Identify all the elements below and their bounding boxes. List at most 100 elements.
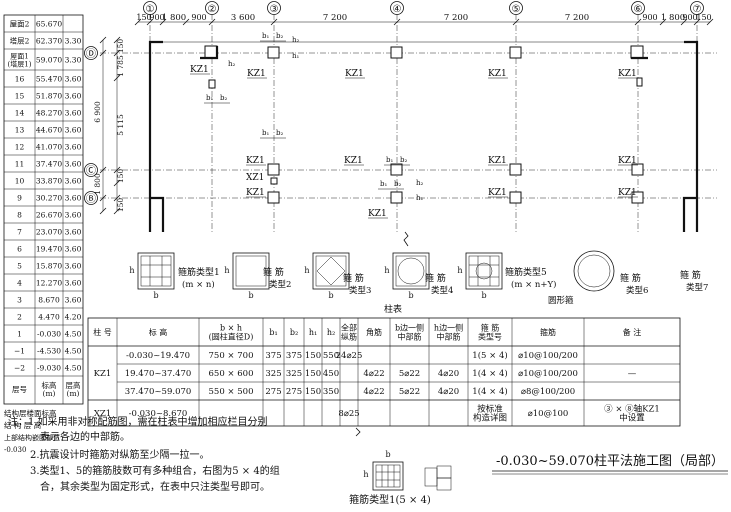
floor-table-caption: 结构层楼面标高 [4,408,57,418]
dimension-tick [99,49,107,57]
floor-number: 1 [17,330,22,339]
column-table-header: 标 高 [149,327,168,337]
hoop-type-label: 箍 筋 [263,266,284,278]
column-table-cell: 4⌀22 [363,387,384,397]
column-table-cell: 4⌀22 [363,369,384,379]
column-table-header: h₂ [327,328,335,337]
axis-bubble-label: ② [208,4,217,15]
dimension-tick [113,207,121,215]
axis-bubble [631,1,645,15]
note-line: 2.抗震设计时箍筋对纵筋至少隔一拉一。 [30,448,210,461]
floor-elevation: 4.470 [38,313,60,322]
column-xz1 [270,177,278,185]
column-kz1 [509,191,522,204]
column-label-kz1: KZ1 [488,156,507,166]
column-table-cell: ⌀8@100/200 [521,387,575,397]
hoop-type-label: 箍筋类型1 [178,266,220,278]
floor-elevation: 51.870 [36,92,62,101]
dimension-tick [706,18,714,26]
hoop-type-sub: (m × n+Y) [511,279,556,290]
floor-height: 3.30 [65,56,82,65]
column-kz1 [267,163,280,176]
hoop-dim-b: b [481,291,486,300]
column-table-cell: 1(4 × 4) [472,386,507,397]
column-table-cell: XZ1 [94,409,111,419]
column-table-cell: -0.030~8.670 [129,409,188,419]
hoop-outer [312,252,350,290]
dimension-tick [99,36,107,44]
floor-number: 4 [17,279,22,288]
floor-height: 4.50 [65,347,82,356]
axis-bubble-label: ⑦ [693,4,702,15]
axis-bubble [509,1,523,15]
floor-number: −2 [14,364,25,373]
dimension-label-top: 150 [696,13,711,22]
axis-bubble-label: Ⓓ [86,48,96,60]
column-label-kz1: KZ1 [618,188,637,198]
hoop-type-sub: 类型7 [686,282,708,293]
floor-table-header: 标高(m) [42,380,57,398]
column-table-header: h₁ [309,328,317,337]
column-table-cell: 19.470~37.470 [125,369,192,379]
floor-elevation: 19.470 [36,245,62,254]
hoop-dim-h: h [384,266,389,275]
column-kz1 [630,45,644,59]
dimension-tick [146,18,154,26]
hoop-type-sub: 类型3 [349,285,371,296]
column-label-kz1: KZ1 [488,69,507,79]
dimension-tick [159,18,167,26]
dimension-label-left: 150 [116,198,125,213]
column-table-cell: -0.030~19.470 [126,351,190,361]
column-table-cell: — [628,369,637,379]
dimension-label-left: 1 800 [93,173,102,195]
floor-table-frame [3,14,84,405]
column-kz1-small [208,79,216,89]
hoop-detail [436,465,452,479]
dimension-tick [99,194,107,202]
dimension-label-left: 1 785 [116,55,125,77]
floor-elevation: 8.670 [38,296,60,305]
dim-b2: b₂ [276,32,283,40]
dimension-tick [512,18,520,26]
column-kz1-small [636,77,643,87]
hoop-dim-b: b [328,291,333,300]
hoop-diamond [316,256,346,286]
column-kz1 [204,45,218,59]
axis-bubble [143,1,157,15]
floor-height: 4.50 [65,364,82,373]
column-table-cell: 350 [323,387,339,397]
floor-height: 3.60 [65,279,82,288]
hoop-circle [397,257,425,285]
column-table-header: 角筋 [366,327,382,337]
column-label-kz1: KZ1 [247,69,266,79]
floor-height: 3.60 [65,245,82,254]
dimension-label-top: 3 600 [231,13,255,23]
column-table-cell: 按标准构造详图 [473,403,507,423]
hoop-5x4-label: 箍筋类型1(5 × 4) [349,493,431,506]
floor-elevation: -4.530 [37,347,61,356]
floor-number: 6 [17,245,22,254]
floor-number: 10 [15,177,25,186]
dim-b1: b₁ [380,180,387,188]
hoop-type-sub: (m × n) [182,279,215,290]
column-table-cell: 150 [305,387,321,397]
floor-number: 11 [15,160,25,169]
column-table-cell: 5⌀22 [399,369,420,379]
floor-height: 3.60 [65,75,82,84]
floor-height: 3.60 [65,126,82,135]
hoop-inner [140,255,172,287]
floor-elevation: 59.070 [36,56,62,65]
hoop-outer [465,252,503,290]
hoop-outer [232,252,270,290]
wall-left-lower [150,196,165,232]
floor-table-header: 层高(m) [66,380,81,398]
dim-b1: b₁ [386,156,393,164]
dim-b2: b₂ [400,156,407,164]
column-label-kz1: KZ1 [488,188,507,198]
axis-bubble-label: ① [146,4,155,15]
column-table-cell: 450 [323,369,339,379]
column-kz1 [631,191,644,204]
floor-elevation: 37.470 [36,160,62,169]
dim-b2: b₂ [276,129,283,137]
